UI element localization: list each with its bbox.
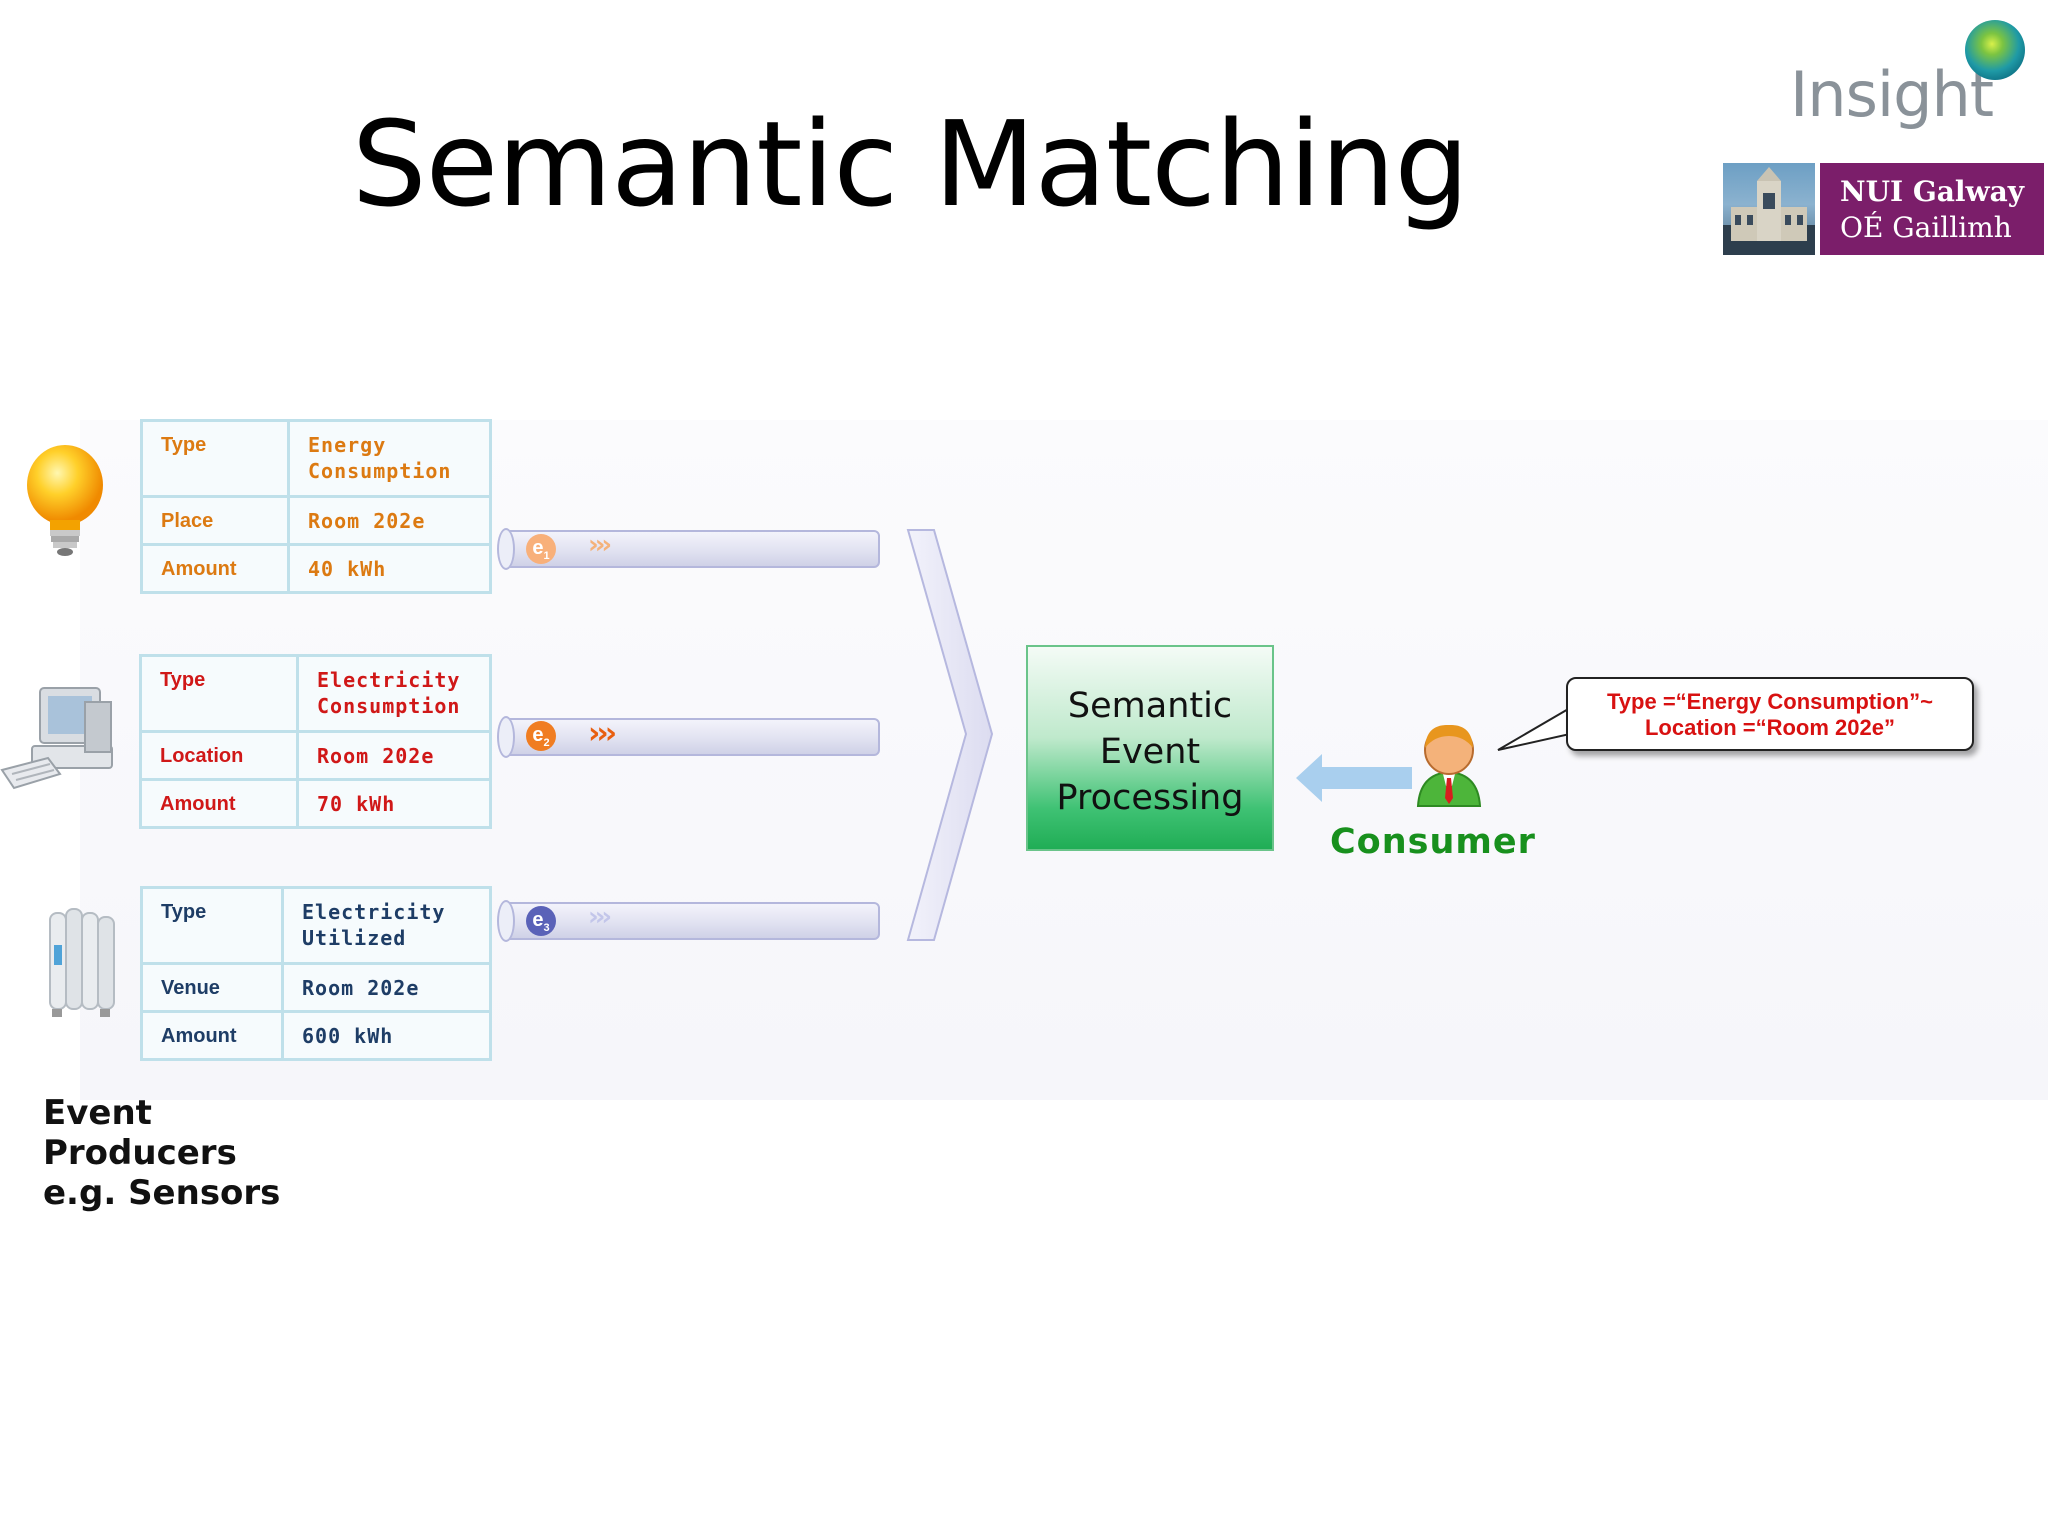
table-row: Type Electricity Utilized [140, 886, 492, 965]
event-stream-pipe-2 [502, 718, 880, 756]
event-producers-caption: Event Producers e.g. Sensors [43, 1093, 280, 1213]
event-stream-pipe-3 [502, 902, 880, 940]
merge-chevron [900, 526, 1000, 950]
event-badge-1-base: e [532, 537, 544, 559]
consumer-label: Consumer [1330, 822, 1536, 862]
subscription-arrow-icon [1296, 752, 1412, 808]
nui-galway-logo: NUI Galway OÉ Gaillimh [1820, 163, 2044, 255]
processing-line3: Processing [1056, 778, 1244, 818]
subscription-line1: Type =“Energy Consumption”~ [1607, 689, 1933, 714]
table1-value-place: Room 202e [287, 495, 492, 546]
speech-bubble-tail [1494, 700, 1574, 760]
table-row: Place Room 202e [140, 495, 492, 546]
table1-key-place: Place [140, 495, 290, 546]
processing-line1: Semantic [1067, 686, 1233, 726]
table1-value-type: Energy Consumption [287, 419, 492, 498]
producers-caption-line3: e.g. Sensors [43, 1173, 281, 1213]
event-badge-3-sub: 3 [543, 922, 550, 934]
table-row: Location Room 202e [139, 730, 492, 781]
table2-key-type: Type [139, 654, 299, 733]
event-badge-2-base: e [532, 724, 544, 746]
table3-value-amount: 600 kWh [281, 1010, 492, 1061]
event-stream-pipe-1 [502, 530, 880, 568]
light-bulb-icon [20, 440, 110, 564]
computer-icon [0, 678, 130, 797]
table-row: Type Energy Consumption [140, 419, 492, 498]
table3-key-amount: Amount [140, 1010, 284, 1061]
table-row: Venue Room 202e [140, 962, 492, 1013]
table2-value-location: Room 202e [296, 730, 492, 781]
event-badge-3-base: e [532, 909, 544, 931]
pipe-cap-1 [497, 528, 515, 570]
event-badge-1-sub: 1 [543, 550, 550, 562]
event-badge-2: e2 [526, 721, 556, 751]
table1-key-amount: Amount [140, 543, 290, 594]
table3-key-venue: Venue [140, 962, 284, 1013]
pipe-cap-3 [497, 900, 515, 942]
insight-logo-text: Insight [1790, 58, 1994, 131]
flow-chevrons-1: ››› [588, 530, 612, 560]
consumer-person-icon [1414, 720, 1484, 812]
event-table-1: Type Energy Consumption Place Room 202e … [140, 419, 492, 594]
table2-value-type: Electricity Consumption [296, 654, 492, 733]
slide-title: Semantic Matching [351, 95, 1470, 233]
event-badge-3: e3 [526, 906, 556, 936]
subscription-line2: Location =“Room 202e” [1644, 715, 1895, 740]
semantic-event-processing-box: Semantic Event Processing [1026, 645, 1274, 851]
event-badge-2-sub: 2 [543, 737, 550, 749]
table-row: Amount 70 kWh [139, 778, 492, 829]
event-badge-1: e1 [526, 534, 556, 564]
pipe-cap-2 [497, 716, 515, 758]
table-row: Type Electricity Consumption [139, 654, 492, 733]
producers-caption-line1: Event [43, 1093, 152, 1133]
event-table-3: Type Electricity Utilized Venue Room 202… [140, 886, 492, 1061]
table-row: Amount 600 kWh [140, 1010, 492, 1061]
table3-value-type: Electricity Utilized [281, 886, 492, 965]
nui-logo-line1: NUI Galway [1840, 175, 2025, 208]
nui-building-image [1723, 163, 1815, 255]
event-table-2: Type Electricity Consumption Location Ro… [139, 654, 492, 829]
table1-value-amount: 40 kWh [287, 543, 492, 594]
table-row: Amount 40 kWh [140, 543, 492, 594]
subscription-bubble: Type =“Energy Consumption”~ Location =“R… [1566, 677, 1974, 751]
flow-chevrons-3: ››› [588, 902, 612, 932]
table2-key-amount: Amount [139, 778, 299, 829]
flow-chevrons-2: ››› [588, 716, 617, 751]
table2-key-location: Location [139, 730, 299, 781]
nui-logo-line2: OÉ Gaillimh [1840, 211, 2012, 244]
table3-key-type: Type [140, 886, 284, 965]
radiator-icon [44, 905, 124, 1024]
table1-key-type: Type [140, 419, 290, 498]
table3-value-venue: Room 202e [281, 962, 492, 1013]
table2-value-amount: 70 kWh [296, 778, 492, 829]
insight-globe-icon [1965, 20, 2025, 80]
processing-line2: Event [1099, 732, 1201, 772]
producers-caption-line2: Producers [43, 1133, 237, 1173]
